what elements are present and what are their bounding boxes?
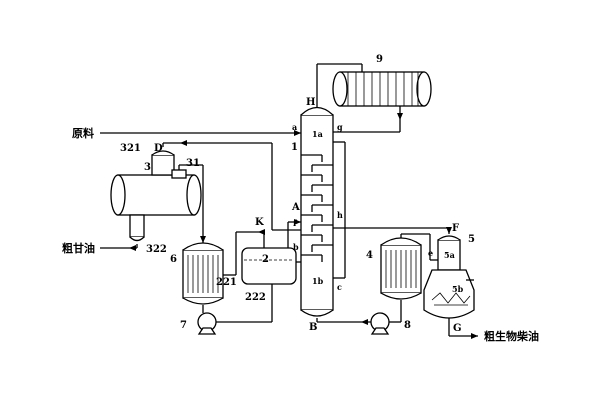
point-D: D [154,143,163,154]
stream-221: 221 [216,277,237,288]
point-f: f [293,218,297,228]
point-c: c [337,282,342,292]
vessel-number: 5 [468,234,475,245]
section-1b: 1b [312,276,324,286]
settling-vessel [423,235,475,319]
condenser-number: 9 [376,54,383,65]
stream-322: 322 [146,244,167,255]
point-B: B [309,322,317,333]
point-H: H [306,97,315,108]
separator-number: 3 [144,162,151,173]
column-number: 1 [291,142,298,153]
pump-8-number: 8 [404,320,411,331]
point-A: A [291,202,300,213]
phase-separator [110,150,202,242]
stream-31: 31 [186,158,200,169]
point-F: F [452,223,459,234]
heater-6 [182,242,224,305]
crude-biodiesel-label: 粗生物柴油 [484,329,539,343]
heater-4-number: 4 [366,250,373,261]
point-h: h [337,210,343,220]
section-5a: 5a [444,250,455,260]
point-G: G [453,323,462,334]
point-a: a [292,122,297,132]
crude-glycerol-label: 粗甘油 [62,241,95,255]
section-5b: 5b [452,284,464,294]
flow-arrows [129,113,478,339]
point-K: K [255,217,264,228]
pump-7-number: 7 [180,320,187,331]
point-g: g [337,122,343,132]
heater-6-number: 6 [170,254,177,265]
section-1a: 1a [312,129,323,139]
reactor [241,247,297,285]
pump-8 [370,312,390,335]
reactor-number: 2 [262,254,269,265]
point-b: b [293,242,299,252]
feed-label: 原料 [72,126,94,140]
pump-7 [197,312,217,335]
condenser [332,71,432,107]
point-e: e [428,248,433,258]
reactive-distillation-column [300,106,334,317]
heater-4 [380,237,422,300]
stream-222: 222 [245,292,266,303]
stream-321: 321 [120,143,141,154]
